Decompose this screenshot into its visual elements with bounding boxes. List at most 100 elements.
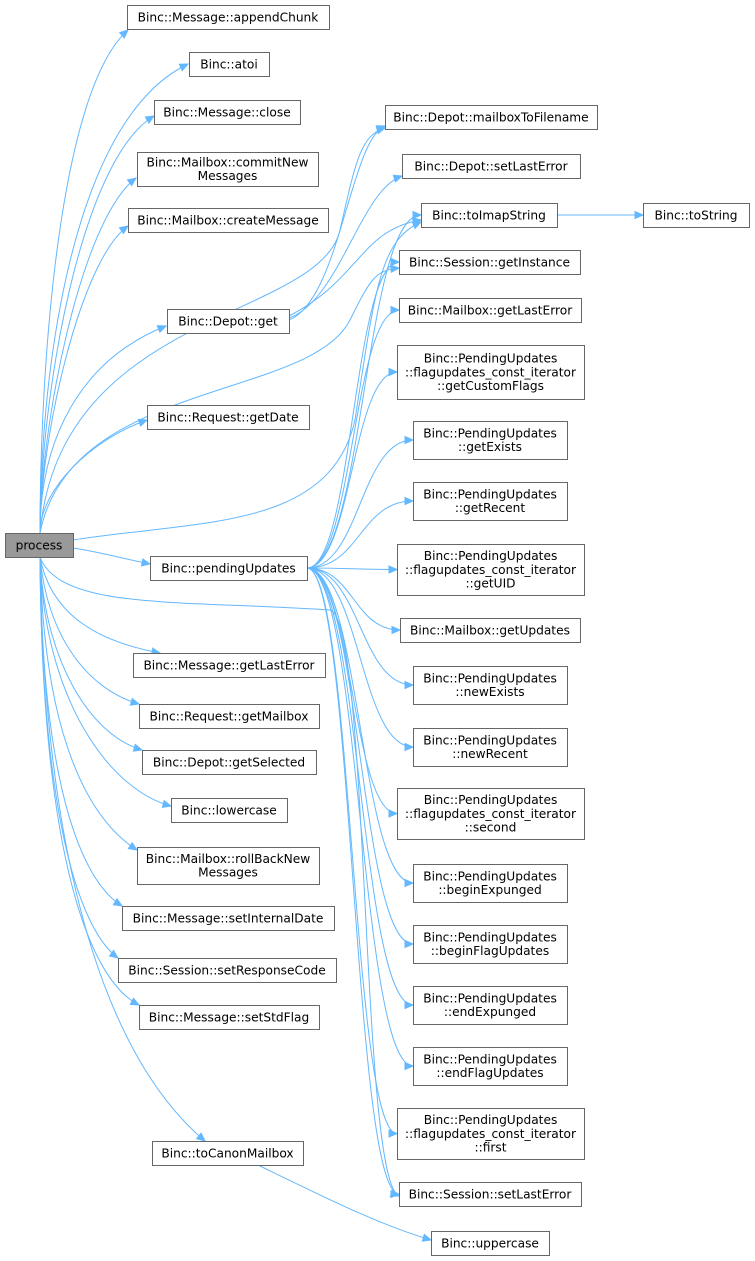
node-msg-get-last-error[interactable]: Binc::Message::getLastError [133,653,326,678]
node-label: ::beginFlagUpdates [431,944,549,958]
node-append-chunk[interactable]: Binc::Message::appendChunk [127,5,330,30]
node-get-date[interactable]: Binc::Request::getDate [147,405,310,430]
node-sess-set-last-error[interactable]: Binc::Session::setLastError [399,1182,582,1207]
node-process[interactable]: process [5,533,74,558]
edges-layer [39,29,645,1242]
node-to-string[interactable]: Binc::toString [643,203,750,228]
node-pending-updates[interactable]: Binc::pendingUpdates [150,556,308,581]
node-label: ::getExists [458,440,522,454]
node-label: Binc::toImapString [432,208,546,222]
node-get-recent[interactable]: Binc::PendingUpdates::getRecent [413,482,568,521]
node-label: Binc::PendingUpdates [423,1053,557,1067]
edge-process-to-lowercase [39,556,172,807]
node-get-instance[interactable]: Binc::Session::getInstance [399,250,581,275]
node-uppercase[interactable]: Binc::uppercase [431,1231,550,1256]
node-box [5,533,74,558]
node-box [397,544,585,596]
node-box [413,986,568,1025]
node-set-internal-date[interactable]: Binc::Message::setInternalDate [122,906,335,931]
node-label: Binc::Request::getMailbox [150,709,309,723]
node-label: Binc::PendingUpdates [423,672,557,686]
node-new-recent[interactable]: Binc::PendingUpdates::newRecent [413,728,568,767]
node-to-imap-string[interactable]: Binc::toImapString [421,203,558,228]
node-lowercase[interactable]: Binc::lowercase [171,798,288,823]
node-get-updates[interactable]: Binc::Mailbox::getUpdates [400,618,581,643]
node-first[interactable]: Binc::PendingUpdates::flagupdates_const_… [397,1108,585,1160]
node-get-uid[interactable]: Binc::PendingUpdates::flagupdates_const_… [397,544,585,596]
node-label: ::newExists [455,685,524,699]
arrowhead-get-exists [404,435,415,445]
node-box [397,345,585,400]
node-begin-flag-updates[interactable]: Binc::PendingUpdates::beginFlagUpdates [413,925,568,964]
node-atoi[interactable]: Binc::atoi [189,52,270,77]
edge-pending-updates-to-get-updates [306,567,401,631]
node-label: Binc::Session::setLastError [409,1187,573,1201]
arrowhead-get-date [137,418,149,427]
edge-pending-updates-to-second [306,567,398,814]
node-box [402,154,581,179]
edge-depot-get-to-to-imap-string [288,219,422,317]
node-box [413,864,568,903]
node-set-response-code[interactable]: Binc::Session::setResponseCode [118,958,337,983]
edge-pending-updates-to-begin-expunged [306,567,414,884]
node-label: Binc::PendingUpdates [423,734,557,748]
edge-depot-get-to-depot-set-last-error [288,175,403,319]
node-get-selected[interactable]: Binc::Depot::getSelected [142,750,317,775]
node-label: Binc::Depot::get [178,314,278,328]
edge-process-to-depot-get [39,325,167,534]
node-label: Binc::Mailbox::commitNew [146,156,308,170]
arrowhead-end-expunged [404,1000,415,1010]
edge-pending-updates-to-to-imap-string [306,214,422,569]
arrowhead-atoi [178,63,190,72]
node-label: Binc::Session::getInstance [409,255,570,269]
edge-pending-updates-to-first [306,567,398,1134]
node-new-exists[interactable]: Binc::PendingUpdates::newExists [413,666,568,705]
node-get-exists[interactable]: Binc::PendingUpdates::getExists [413,421,568,460]
edge-process-to-to-canon-mailbox [39,556,206,1142]
node-end-flag-updates[interactable]: Binc::PendingUpdates::endFlagUpdates [413,1047,568,1086]
node-label: ::endFlagUpdates [436,1066,543,1080]
edge-process-to-get-mailbox [39,556,140,705]
node-to-canon-mailbox[interactable]: Binc::toCanonMailbox [152,1141,304,1166]
node-box [150,556,308,581]
node-label: Binc::Message::setInternalDate [133,911,324,925]
edge-pending-updates-to-get-instance [306,261,400,569]
node-label: Binc::uppercase [441,1236,539,1250]
edge-to-canon-mailbox-to-uppercase [257,1164,432,1241]
node-box [397,788,585,840]
edge-process-to-msg-get-last-error [39,556,161,654]
node-close[interactable]: Binc::Message::close [154,100,301,125]
node-end-expunged[interactable]: Binc::PendingUpdates::endExpunged [413,986,568,1025]
node-label: ::getCustomFlags [437,379,544,393]
node-mbx-get-last-error[interactable]: Binc::Mailbox::getLastError [399,298,582,323]
node-box [139,1005,320,1030]
arrowhead-first [388,1129,399,1138]
node-get-custom-flags[interactable]: Binc::PendingUpdates::flagupdates_const_… [397,345,585,400]
node-label: ::flagupdates_const_iterator [405,807,577,821]
node-mailbox-to-filename[interactable]: Binc::Depot::mailboxToFilename [385,105,598,130]
edge-pending-updates-to-sess-set-last-error [306,567,400,1195]
node-label: Binc::toString [655,208,738,222]
node-create-message[interactable]: Binc::Mailbox::createMessage [128,208,329,233]
node-get-mailbox[interactable]: Binc::Request::getMailbox [139,704,320,729]
arrowhead-new-exists [404,680,415,690]
arrowhead-commit-new-messages [126,177,137,187]
arrowhead-set-std-flag [129,997,141,1006]
node-depot-get[interactable]: Binc::Depot::get [167,309,290,334]
node-label: ::newRecent [452,747,528,761]
edge-pending-updates-to-new-recent [306,567,414,748]
node-begin-expunged[interactable]: Binc::PendingUpdates::beginExpunged [413,864,568,903]
edge-pending-updates-to-get-uid [306,567,398,570]
arrowhead-to-string [634,210,645,220]
arrowhead-get-recent [404,496,415,506]
node-second[interactable]: Binc::PendingUpdates::flagupdates_const_… [397,788,585,840]
node-set-std-flag[interactable]: Binc::Message::setStdFlag [139,1005,320,1030]
arrowhead-depot-get [156,325,168,334]
node-label: Binc::Depot::mailboxToFilename [393,110,588,124]
arrowhead-mbx-get-last-error [390,305,401,315]
arrowhead-get-updates [391,625,402,635]
node-depot-set-last-error[interactable]: Binc::Depot::setLastError [402,154,581,179]
node-label: ::second [465,820,517,834]
